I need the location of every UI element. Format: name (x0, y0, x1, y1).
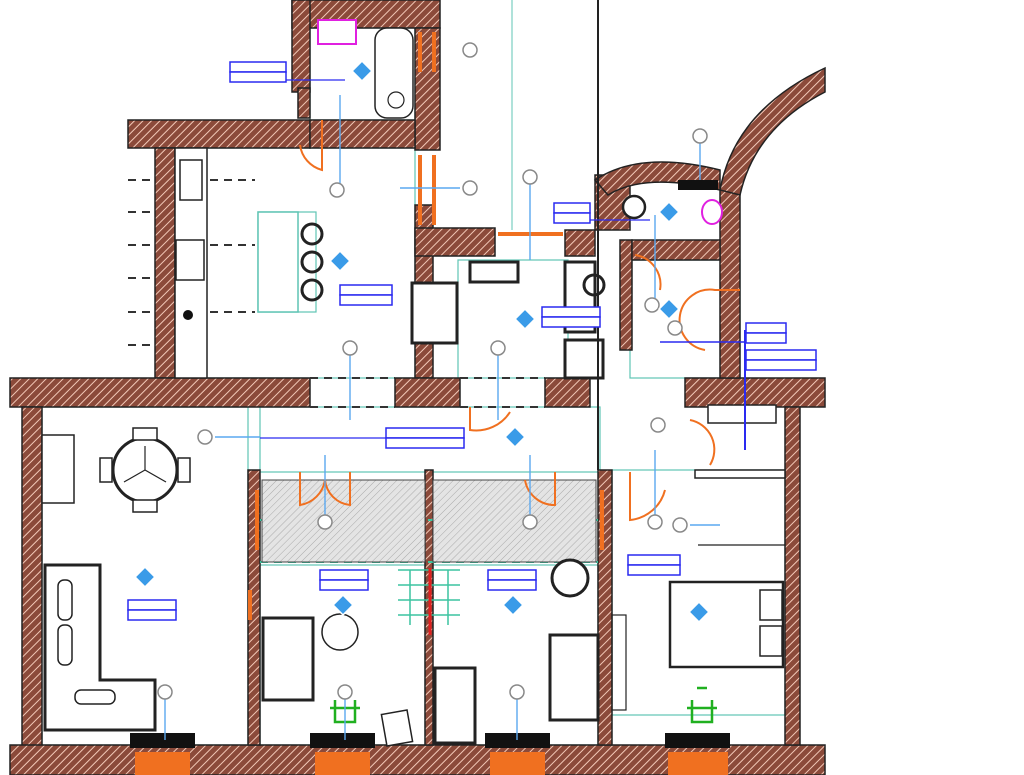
section-bubble-icon (667, 320, 683, 336)
door-swing-icon (524, 472, 556, 507)
door-swing-icon (689, 419, 716, 466)
section-bubble-icon (317, 514, 333, 530)
section-bubble-icon (522, 169, 538, 185)
cabinet (41, 434, 75, 504)
room-marker-icon (504, 426, 526, 448)
window-frames (130, 32, 730, 775)
section-bubble-icon (647, 514, 663, 530)
room-marker-icon (351, 60, 373, 82)
room-tag[interactable] (541, 306, 601, 328)
door-swing-icon (629, 472, 666, 522)
section-bubble-icon (462, 42, 478, 58)
door-swing-icon (469, 407, 511, 432)
wall (291, 0, 441, 29)
wall (631, 239, 721, 261)
room-tag[interactable] (745, 349, 817, 371)
bathtub-icon (374, 27, 414, 119)
room-tags[interactable] (127, 61, 817, 621)
room-markers (134, 60, 710, 623)
kitchen-island (257, 211, 299, 313)
door-swing-icon (299, 472, 326, 507)
section-bubble-icon (337, 684, 353, 700)
wall (9, 377, 311, 408)
room-marker-icon (332, 594, 354, 616)
room-tag[interactable] (627, 554, 681, 576)
room-marker-icon (658, 201, 680, 223)
section-bubble-icon (644, 297, 660, 313)
wall (544, 377, 591, 408)
section-bubble-icon (650, 417, 666, 433)
room-marker-icon (658, 298, 680, 320)
wall (309, 119, 416, 149)
armchair (548, 633, 600, 722)
doors (299, 120, 740, 522)
wall (619, 239, 633, 351)
section-bubble-icon (509, 684, 525, 700)
section-bubble-icon (672, 517, 688, 533)
wall (784, 406, 801, 746)
room-tag[interactable] (229, 61, 345, 83)
wall (21, 406, 43, 775)
room-tag[interactable] (127, 599, 177, 621)
wall (297, 87, 311, 119)
room-tag[interactable] (487, 569, 537, 591)
sofa-icon (43, 563, 157, 732)
section-bubble-icon (490, 340, 506, 356)
section-bubble-icon (522, 514, 538, 530)
room-marker-icon (688, 601, 710, 623)
room-tag[interactable] (553, 202, 650, 224)
door-swing-icon (324, 472, 351, 507)
wall (154, 147, 176, 379)
wall (719, 189, 741, 379)
curved-wall (593, 161, 721, 196)
armchair (261, 616, 315, 702)
section-bubble-icon (462, 180, 478, 196)
wall (394, 377, 461, 408)
closet (261, 479, 426, 563)
section-bubble-icon (197, 429, 213, 445)
fixtures (41, 19, 786, 747)
section-bubble-icon (157, 684, 173, 700)
room-tag[interactable] (745, 322, 787, 344)
wall (291, 0, 311, 93)
bed-icon (668, 580, 785, 669)
door-swing-icon (299, 120, 323, 172)
section-bubble-icon (329, 182, 345, 198)
toilet-icon (701, 199, 723, 225)
section-bubbles (157, 42, 708, 700)
room-marker-icon (134, 566, 156, 588)
wall (564, 229, 596, 257)
room-marker-icon (502, 594, 524, 616)
room-tag[interactable] (339, 284, 393, 306)
curved-wall (719, 66, 826, 196)
section-bubble-icon (692, 128, 708, 144)
wall (414, 227, 496, 257)
room-tag[interactable] (319, 569, 369, 591)
room-tag[interactable] (260, 427, 465, 449)
room-marker-icon (329, 250, 351, 272)
wall (684, 377, 826, 408)
dining-table-icon (99, 427, 191, 513)
door-swing-icon (678, 288, 740, 351)
closet (432, 479, 597, 563)
stairs-icon (398, 568, 460, 635)
room-marker-icon (514, 308, 536, 330)
section-bubble-icon (342, 340, 358, 356)
wall (127, 119, 311, 149)
sink-icon (317, 19, 357, 45)
